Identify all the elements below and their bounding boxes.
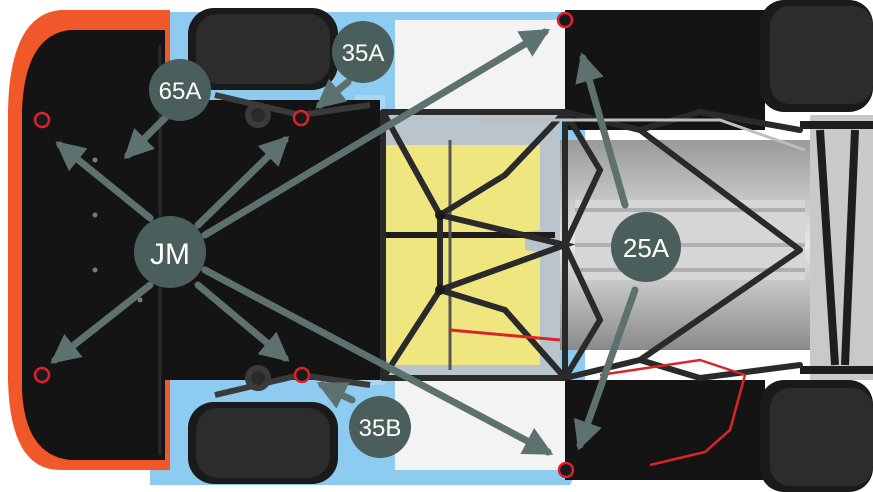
rear-left-wheel [760, 0, 873, 112]
callout-65a-text: 65A [159, 78, 202, 105]
screw-25a-bottom [557, 461, 575, 479]
arrow-jm-upper-rear [201, 28, 551, 239]
arrow-65a [123, 111, 172, 160]
rear-right-wheel [760, 380, 873, 492]
callout-jm-text: JM [150, 238, 190, 271]
arrow-jm-35a [194, 135, 290, 229]
callout-35b-text: 35B [359, 415, 402, 442]
arrow-35b [316, 381, 356, 409]
arrow-35a [315, 78, 352, 109]
callout-25a: 25A [611, 212, 681, 282]
callout-65a: 65A [149, 59, 211, 121]
screw-25a-top [556, 11, 574, 29]
front-left-wheel [188, 8, 338, 90]
screw-35b [293, 366, 311, 384]
arrow-jm-front-left [55, 141, 154, 222]
cables [449, 118, 806, 467]
part-arrows [123, 52, 639, 451]
arrow-25a-down [574, 286, 639, 451]
screw-35a [292, 109, 310, 127]
callout-35a-text: 35A [342, 40, 385, 67]
arrow-jm-35b [194, 281, 290, 362]
screw-front-right [33, 366, 51, 384]
screw-front-left [33, 111, 51, 129]
callout-jm: JM [134, 216, 206, 288]
jm-arrows [50, 28, 554, 456]
callout-35b: 35B [349, 396, 411, 458]
screw-markers [33, 11, 575, 479]
callout-35a: 35A [332, 21, 394, 83]
arrow-jm-lower-rear [201, 266, 554, 456]
arrow-jm-front-right [50, 281, 154, 364]
front-right-wheel [188, 402, 338, 484]
callout-25a-text: 25A [623, 233, 670, 263]
arrow-25a-up [575, 52, 629, 209]
